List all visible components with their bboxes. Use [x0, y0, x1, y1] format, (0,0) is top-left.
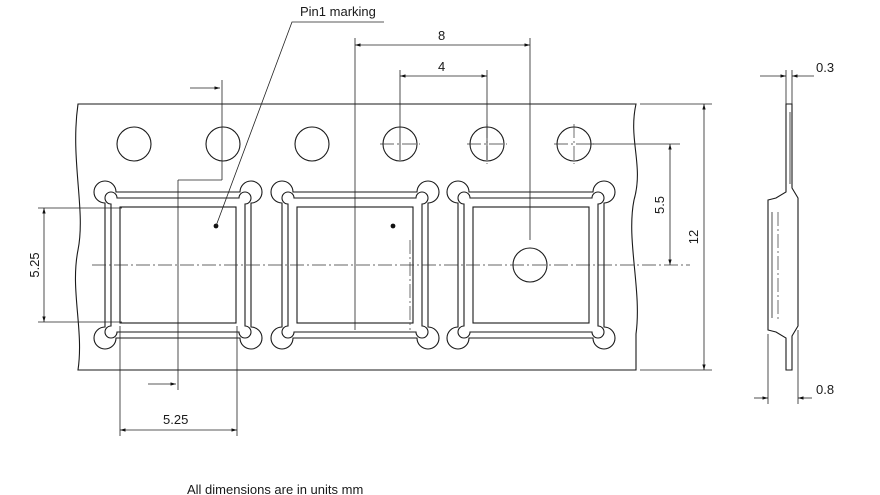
- pocket-outer: [270, 180, 440, 350]
- side-profile: 0.3 0.8: [754, 60, 834, 404]
- pin1-leader: [215, 21, 384, 227]
- dimension-pitch-pockets: 8: [354, 28, 531, 330]
- dimension-pocket-width: 5.25: [119, 326, 238, 436]
- svg-text:8: 8: [438, 28, 445, 43]
- pocket-wall: [281, 191, 429, 339]
- dimension-pitch-sprocket: 4: [399, 59, 488, 160]
- svg-text:4: 4: [438, 59, 445, 74]
- pin1-label: Pin1 marking: [300, 4, 376, 19]
- dim-depth: 0.8: [816, 382, 834, 397]
- pocket-outer: [446, 180, 616, 350]
- svg-text:12: 12: [686, 230, 701, 244]
- svg-text:5.5: 5.5: [652, 196, 667, 214]
- tape-outline: [74, 103, 638, 371]
- sprocket-hole: [116, 126, 152, 162]
- dimension-sprocket-to-pocket: 5.5: [590, 143, 680, 265]
- dimension-pocket-height: 5.25: [27, 207, 122, 323]
- pocket-wall: [457, 191, 605, 339]
- pocket-wall: [104, 191, 252, 339]
- pocket-outer: [93, 180, 263, 350]
- dim-thickness: 0.3: [816, 60, 834, 75]
- svg-text:5.25: 5.25: [27, 252, 42, 277]
- sprocket-hole: [294, 126, 330, 162]
- sprocket-hole: [205, 126, 241, 162]
- svg-text:5.25: 5.25: [163, 412, 188, 427]
- units-footnote: All dimensions are in units mm: [187, 482, 363, 495]
- sprocket-holes: [116, 126, 592, 162]
- dimension-tape-width: 12: [640, 103, 712, 371]
- pin1-dot: [390, 223, 396, 229]
